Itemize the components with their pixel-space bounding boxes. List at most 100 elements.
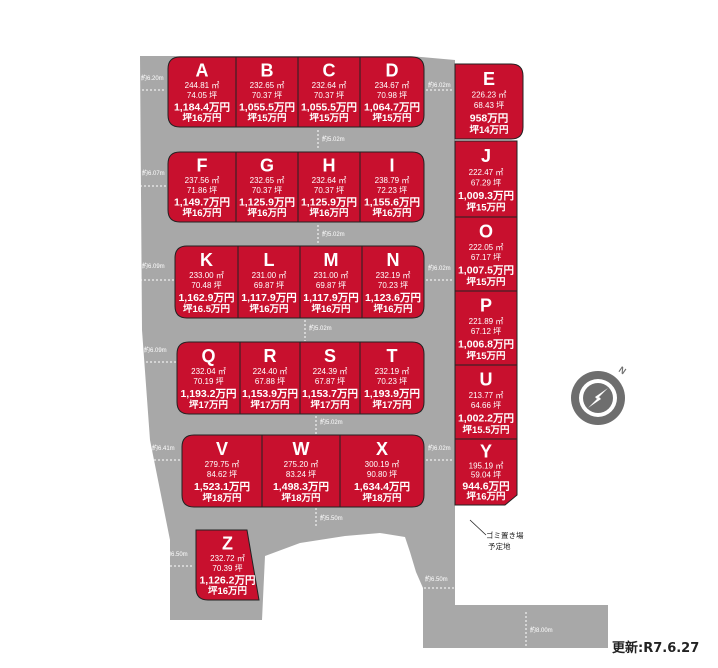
lot-tsubo: 70.23 坪 <box>378 281 408 290</box>
lot-tsubo: 70.23 坪 <box>377 377 407 386</box>
lot-tsubo: 69.87 坪 <box>316 281 346 290</box>
lot-tsubo: 84.62 坪 <box>207 470 237 479</box>
lot-price: 1,002.2万円 <box>458 413 514 425</box>
compass-north-label: N <box>617 364 628 376</box>
lot-price: 1,009.3万円 <box>458 190 514 202</box>
road-width-r7: 約6.02m <box>426 264 452 281</box>
lot-unit-price: 坪17万円 <box>189 399 228 411</box>
lot-tsubo: 70.37 坪 <box>314 186 344 195</box>
lot-area: 213.77 ㎡ <box>469 391 504 400</box>
lot-unit-price: 坪18万円 <box>362 492 401 504</box>
lot-letter: X <box>376 439 388 459</box>
lot-unit-price: 坪16万円 <box>249 303 288 315</box>
lot-letter: I <box>389 155 394 175</box>
lot-tsubo: 67.29 坪 <box>471 178 501 187</box>
lot-price: 1,634.4万円 <box>354 481 410 493</box>
road-width-label: 約6.20m <box>141 74 164 82</box>
lot-unit-price: 坪15万円 <box>466 276 505 288</box>
garbage-note-line1: ゴミ置き場 <box>486 530 524 540</box>
lot-letter: A <box>196 60 209 80</box>
lot-unit-price: 坪16万円 <box>182 112 221 124</box>
lot-unit-price: 坪16万円 <box>372 207 411 219</box>
lot-area: 232.64 ㎡ <box>312 81 347 90</box>
lot-letter: M <box>324 250 339 270</box>
lot-price: 1,055.5万円 <box>239 101 295 113</box>
lot-area: 232.64 ㎡ <box>312 176 347 185</box>
lot-price: 1,007.5万円 <box>458 265 514 277</box>
lot-area: 232.19 ㎡ <box>376 271 411 280</box>
lot-letter: L <box>264 250 275 270</box>
lot-shape <box>174 245 239 319</box>
lot-area: 231.00 ㎡ <box>252 271 287 280</box>
lot-unit-price: 坪16万円 <box>309 207 348 219</box>
lot-shape <box>176 341 241 415</box>
lot-letter: R <box>264 346 277 366</box>
lot-unit-price: 坪16万円 <box>208 585 247 597</box>
garbage-leader-line <box>469 519 487 536</box>
lot-area: 224.39 ㎡ <box>313 367 348 376</box>
garbage-area: ゴミ置き場 予定地 <box>469 519 524 551</box>
lot-tsubo: 70.98 坪 <box>377 91 407 100</box>
lot-area: 300.19 ㎡ <box>365 460 400 469</box>
lot-area: 232.19 ㎡ <box>375 367 410 376</box>
lot-area: 222.47 ㎡ <box>469 168 504 177</box>
lot-tsubo: 67.12 坪 <box>471 327 501 336</box>
lot-tsubo: 90.80 坪 <box>367 470 397 479</box>
lot-letter: W <box>293 439 310 459</box>
updated-date: 更新:R7.6.27 <box>612 640 699 656</box>
road-width-label: 約5.02m <box>309 324 332 332</box>
road-labels-layer: 約6.20m 約6.02m 約5.02m 約6.07m 約5.02m 約6.09m 約6.0… <box>138 74 553 646</box>
lot-area: 232.65 ㎡ <box>250 81 285 90</box>
lot-letter: Y <box>480 441 492 461</box>
lot-unit-price: 坪16万円 <box>247 207 286 219</box>
lot-price: 1,125.9万円 <box>301 196 357 208</box>
road-width-label: 約6.02m <box>428 81 451 89</box>
road-width-label: 約6.09m <box>142 262 165 270</box>
lot-area: 237.56 ㎡ <box>185 176 220 185</box>
road-width-r13: 約5.50m <box>315 508 343 528</box>
road-width-label: 約6.50m <box>165 550 188 558</box>
road-width-label: 約5.02m <box>322 230 345 238</box>
lot-unit-price: 坪15万円 <box>466 350 505 362</box>
lot-area: 244.81 ㎡ <box>185 81 220 90</box>
lot-unit-price: 坪15万円 <box>372 112 411 124</box>
lot-unit-price: 坪16.5万円 <box>183 303 230 315</box>
lot-unit-price: 坪18万円 <box>281 492 320 504</box>
lot-tsubo: 59.04 坪 <box>471 471 501 480</box>
lot-unit-price: 坪15万円 <box>466 202 505 214</box>
lot-area: 234.67 ㎡ <box>375 81 410 90</box>
lot-unit-price: 坪16万円 <box>373 303 412 315</box>
road-width-r4: 約6.07m <box>140 169 168 187</box>
lot-tsubo: 69.87 坪 <box>254 281 284 290</box>
road-width-label: 約6.02m <box>428 264 451 272</box>
lot-letter: F <box>197 155 208 175</box>
road-width-label: 約5.50m <box>320 514 343 522</box>
lot-price: 1,149.7万円 <box>174 196 230 208</box>
